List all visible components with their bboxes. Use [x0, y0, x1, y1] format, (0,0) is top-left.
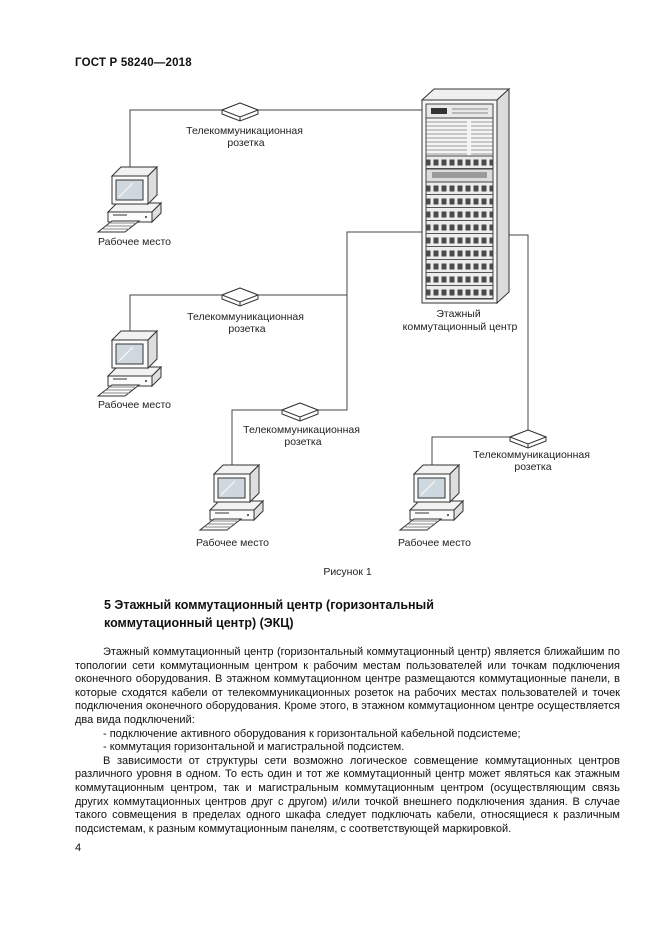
- workstation-label-1: Рабочее место: [98, 236, 171, 248]
- workstation-label-4: Рабочее место: [398, 537, 471, 549]
- document-header: ГОСТ Р 58240—2018: [75, 57, 192, 69]
- workstation-icon-2: [97, 330, 162, 397]
- paragraph-1: Этажный коммутационный центр (горизонтал…: [75, 646, 620, 726]
- bullet-item-2: - коммутация горизонтальной и магистраль…: [103, 741, 405, 754]
- cable-outlet3-pc3: [231, 409, 284, 470]
- connection-lines: [129, 109, 529, 470]
- page-number: 4: [75, 842, 82, 854]
- section-heading-line1: 5 Этажный коммутационный центр (горизонт…: [104, 598, 434, 612]
- outlet-label-1: Телекоммуникационная розетка: [186, 125, 306, 149]
- figure-caption: Рисунок 1: [323, 566, 372, 578]
- section-body: Этажный коммутационный центр (горизонтал…: [75, 646, 620, 836]
- outlet-icon-1: [221, 102, 259, 122]
- cable-outlet4-pc4: [431, 436, 512, 470]
- cable-outlet2-pc2: [129, 294, 224, 338]
- outlet-icon-2: [221, 287, 259, 307]
- outlet-icon-4: [509, 429, 547, 449]
- section-heading: 5 Этажный коммутационный центр (горизонт…: [104, 597, 584, 632]
- outlet-label-4: Телекоммуникационная розетка: [473, 449, 593, 473]
- cable-outlet1-pc1: [129, 109, 224, 174]
- section-heading-line2: коммутационный центр) (ЭКЦ): [104, 615, 294, 630]
- cable-rack-trunk-outlet3: [316, 231, 426, 411]
- outlet-label-3: Телекоммуникационная розетка: [243, 424, 363, 448]
- network-diagram: Телекоммуникационная розетка Телекоммуни…: [97, 87, 593, 549]
- workstation-icon-1: [97, 166, 162, 233]
- rack-icon: [420, 87, 511, 305]
- outlet-label-2: Телекоммуникационная розетка: [187, 311, 307, 335]
- rack-label: Этажный коммутационный центр: [403, 308, 518, 333]
- workstation-icon-4: [399, 464, 464, 531]
- paragraph-2: В зависимости от структуры сети возможно…: [75, 754, 620, 835]
- outlet-icon-3: [281, 402, 319, 422]
- bullet-item-1: - подключение активного оборудования к г…: [103, 727, 521, 740]
- workstation-label-3: Рабочее место: [196, 537, 269, 549]
- workstation-label-2: Рабочее место: [98, 399, 171, 411]
- workstation-icon-3: [199, 464, 264, 531]
